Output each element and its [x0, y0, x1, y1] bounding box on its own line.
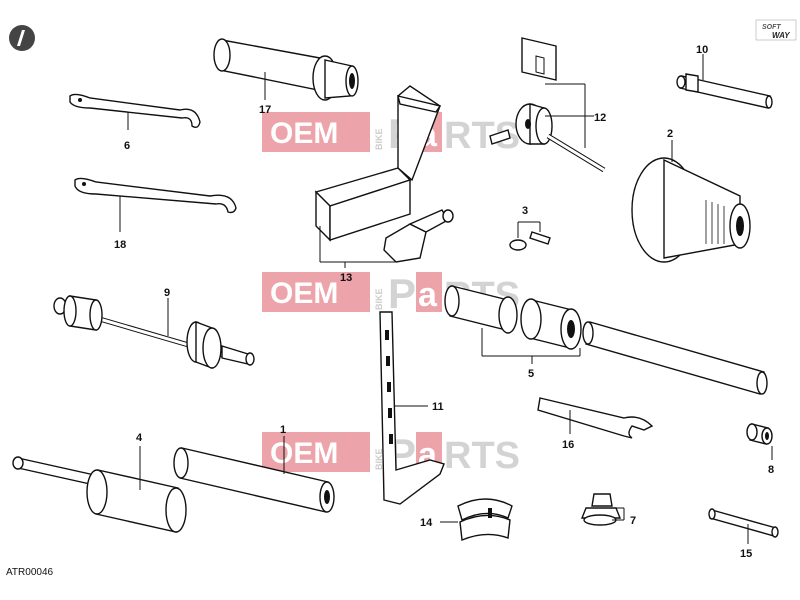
- part-18-hook-wrench: [74, 177, 237, 214]
- callout-18: 18: [114, 239, 126, 251]
- part-7-nut: [580, 493, 622, 526]
- callout-11: 11: [432, 401, 444, 413]
- watermark-oem: OEM: [270, 437, 338, 470]
- watermark-row-3: OEM BIKE P a RTS: [262, 430, 520, 477]
- part-5-sleeves: [444, 285, 768, 395]
- callout-5: 5: [528, 368, 534, 380]
- callout-13: 13: [340, 272, 352, 284]
- watermark-oem: OEM: [270, 277, 338, 310]
- part-9-rod-puller: [53, 295, 255, 370]
- callout-7: 7: [630, 515, 636, 527]
- part-1-tube: [173, 447, 335, 513]
- part-6-hook-wrench: [69, 93, 201, 129]
- watermark-oem: OEM: [270, 117, 338, 150]
- part-3-clips: [509, 231, 551, 251]
- watermark-rts: RTS: [444, 435, 520, 477]
- callout-17: 17: [259, 104, 271, 116]
- callout-15: 15: [740, 548, 752, 560]
- part-16-wrench: [537, 397, 654, 439]
- callout-12: 12: [594, 112, 606, 124]
- callout-6: 6: [124, 140, 130, 152]
- callout-2: 2: [667, 128, 673, 140]
- watermark-bike: BIKE: [374, 448, 384, 470]
- callout-8: 8: [768, 464, 774, 476]
- callout-9: 9: [164, 287, 170, 299]
- logo-line1: SOFT: [762, 24, 781, 31]
- part-8-bush: [746, 423, 773, 445]
- watermark-row-1: OEM BIKE P a RTS: [262, 110, 520, 157]
- watermark-p: P: [388, 270, 416, 317]
- part-4-drift: [12, 456, 187, 533]
- watermark-a: a: [418, 276, 438, 314]
- watermark-row-2: OEM BIKE P a RTS: [262, 270, 520, 317]
- part-14-split-collar: [457, 498, 513, 542]
- watermark-bike: BIKE: [374, 288, 384, 310]
- softway-logo: SOFT WAY: [755, 19, 797, 41]
- part-15-pin: [708, 508, 779, 538]
- part-2-flanged-tube: [631, 157, 751, 263]
- callout-1: 1: [280, 424, 286, 436]
- diagram-reference: ATR00046: [6, 567, 54, 578]
- callout-4: 4: [136, 432, 143, 444]
- callout-16: 16: [562, 439, 574, 451]
- part-12-set: [489, 37, 606, 173]
- watermark-bike: BIKE: [374, 128, 384, 150]
- part-13-clamp: [383, 209, 454, 263]
- part-10-pin: [676, 73, 773, 109]
- part-11-bracket: [379, 311, 445, 505]
- logo-line2: WAY: [772, 31, 790, 40]
- part-17-sleeve: [213, 38, 359, 101]
- callout-14: 14: [420, 517, 433, 529]
- part-13-kit-box: [314, 85, 442, 242]
- corner-badge-icon: [9, 25, 35, 51]
- callout-3: 3: [522, 205, 528, 217]
- callout-10: 10: [696, 44, 708, 56]
